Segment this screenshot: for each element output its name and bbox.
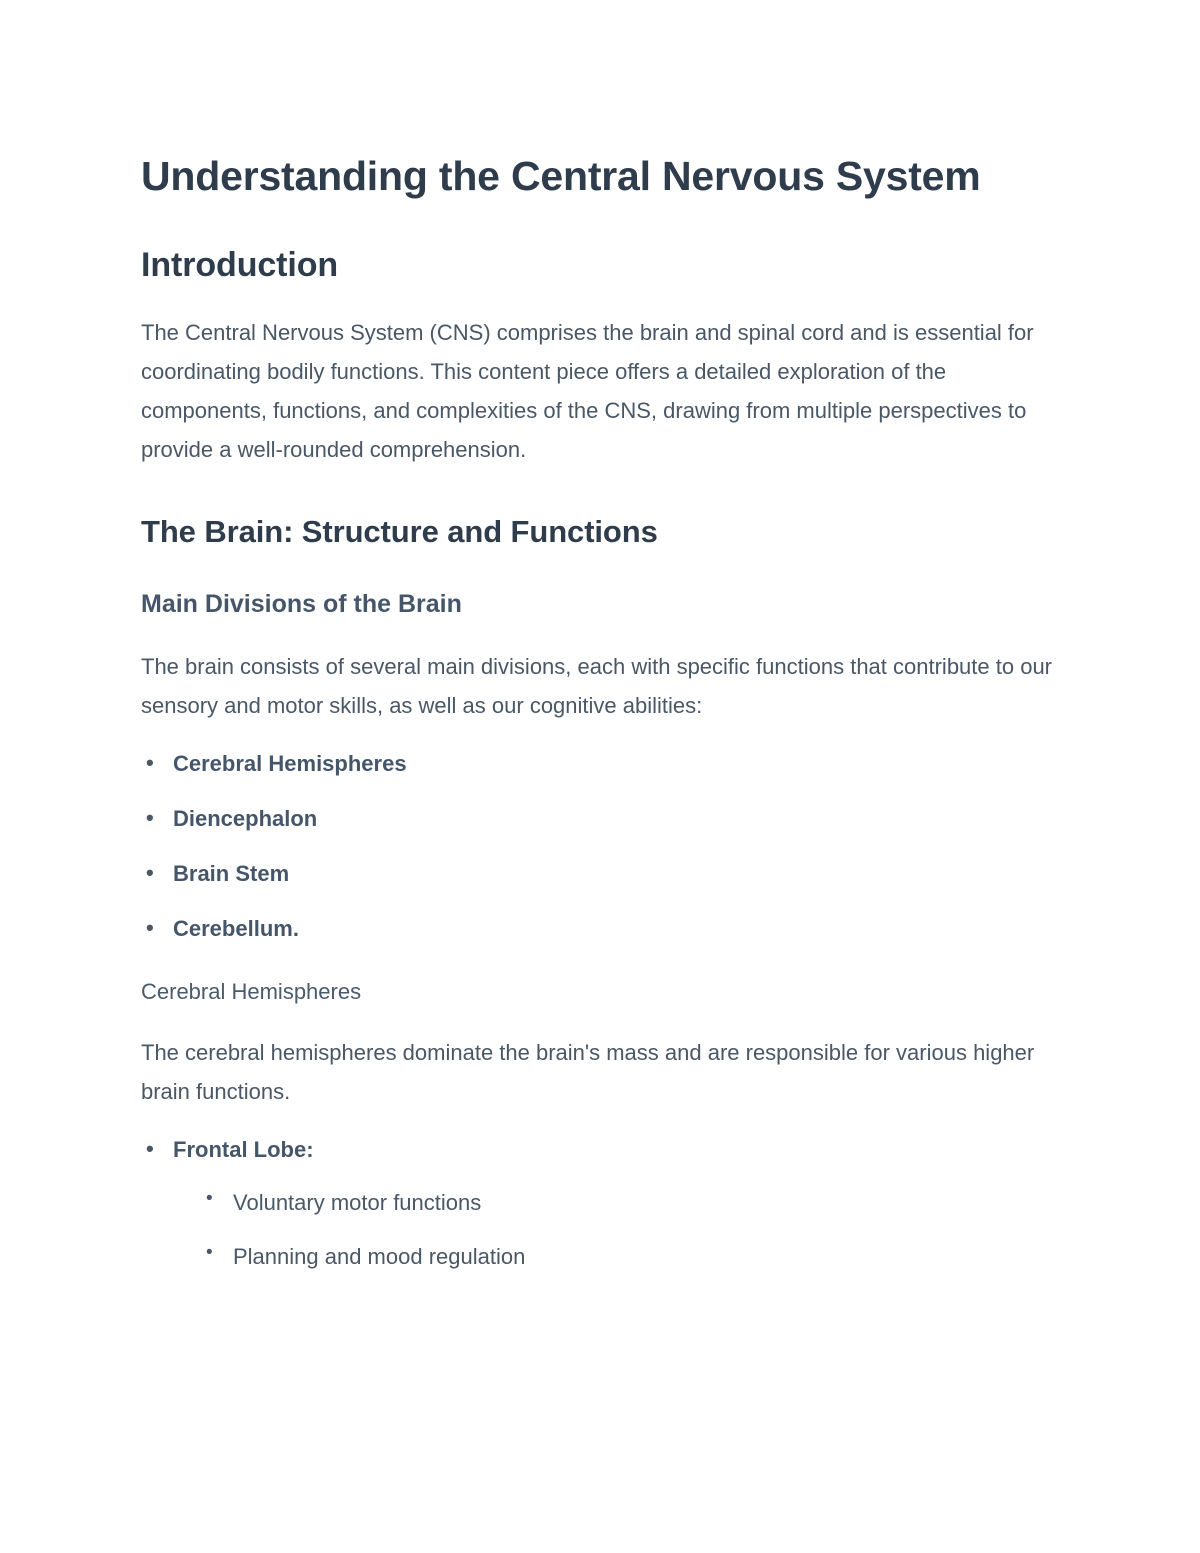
subsection-heading-main-divisions: Main Divisions of the Brain <box>141 590 462 619</box>
list-item-label: Frontal Lobe: <box>173 1137 314 1162</box>
list-item: Cerebellum. <box>141 912 1060 945</box>
section-heading-brain-structure: The Brain: Structure and Functions <box>141 514 658 550</box>
list-item-label: Planning and mood regulation <box>233 1244 525 1269</box>
introduction-paragraph: The Central Nervous System (CNS) compris… <box>141 319 1034 463</box>
list-item-label: Cerebral Hemispheres <box>173 751 407 776</box>
list-item: Cerebral Hemispheres <box>141 747 1060 780</box>
brain-divisions-list: Cerebral Hemispheres Diencephalon Brain … <box>141 747 1060 945</box>
list-item: Diencephalon <box>141 802 1060 835</box>
main-divisions-paragraph: The brain consists of several main divis… <box>141 653 1053 718</box>
list-item: Frontal Lobe: Voluntary motor functions … <box>141 1133 1060 1273</box>
list-item-label: Cerebellum. <box>173 916 299 941</box>
section-heading-introduction: Introduction <box>141 246 339 285</box>
list-item-label: Brain Stem <box>173 861 289 886</box>
list-item: Brain Stem <box>141 857 1060 890</box>
page-title: Understanding the Central Nervous System <box>141 153 981 199</box>
frontal-lobe-sublist: Voluntary motor functions Planning and m… <box>173 1186 1060 1273</box>
list-item-label: Voluntary motor functions <box>233 1190 481 1215</box>
cerebral-hemispheres-paragraph: The cerebral hemispheres dominate the br… <box>141 1039 1035 1104</box>
subsection-heading-cerebral-hemispheres: Cerebral Hemispheres <box>141 978 362 1004</box>
list-item-label: Diencephalon <box>173 806 317 831</box>
list-item: Voluntary motor functions <box>201 1186 1060 1219</box>
list-item: Planning and mood regulation <box>201 1240 1060 1273</box>
lobes-list: Frontal Lobe: Voluntary motor functions … <box>141 1133 1060 1273</box>
